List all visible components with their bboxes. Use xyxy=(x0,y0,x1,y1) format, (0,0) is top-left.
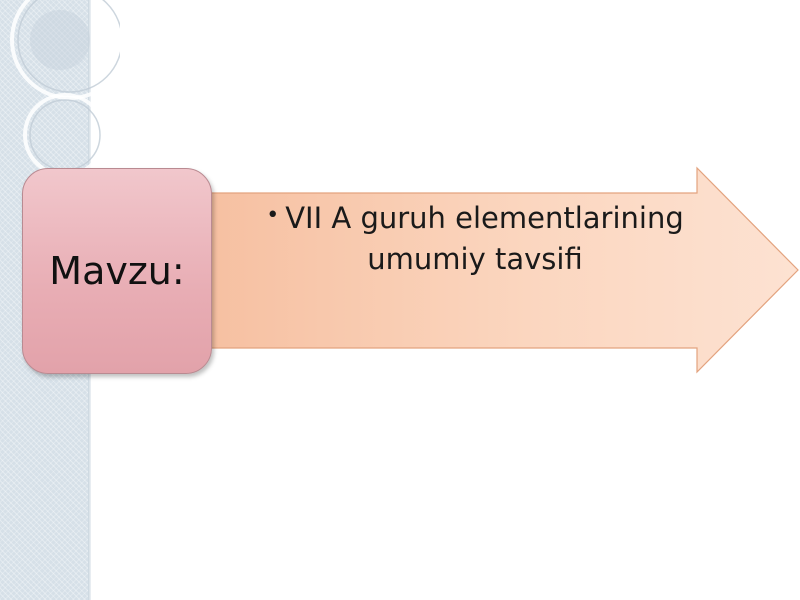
topic-text: VII A guruh elementlarining umumiy tavsi… xyxy=(285,201,684,276)
bullet-marker: • xyxy=(266,203,280,228)
topic-label: Mavzu: xyxy=(49,249,185,293)
topic-label-box: Mavzu: xyxy=(22,168,212,374)
topic-bullet: •VII A guruh elementlarining umumiy tavs… xyxy=(230,195,720,280)
